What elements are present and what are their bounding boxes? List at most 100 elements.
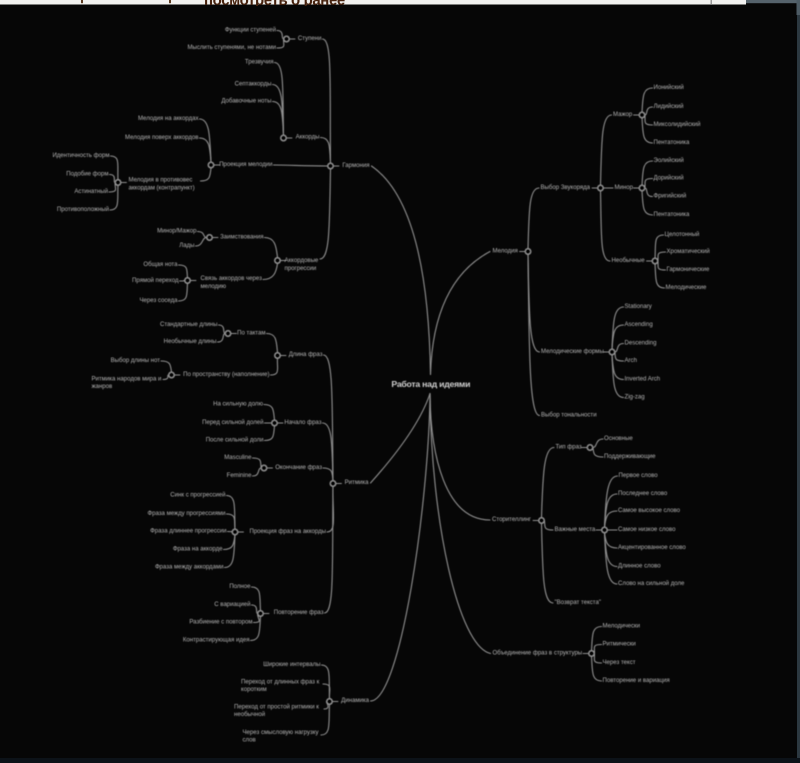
svg-text:посмотреть о ранее: посмотреть о ранее [204,0,345,9]
svg-text:По пространству (наполнение): По пространству (наполнение) [183,372,269,378]
svg-text:Общая нота: Общая нота [143,262,178,268]
svg-text:Важные места: Важные места [555,527,596,533]
svg-text:Контрастирующая идея: Контрастирующая идея [183,638,250,644]
svg-text:Сторителлинг: Сторителлинг [492,517,532,523]
svg-text:Выбор Звукоряда: Выбор Звукоряда [541,185,591,191]
svg-text:аккордам (контрапункт): аккордам (контрапункт) [129,186,195,192]
svg-text:Мелодически: Мелодически [603,624,641,630]
svg-text:Inverted Arch: Inverted Arch [625,377,661,383]
svg-text:Миксолидийский: Миксолидийский [654,121,701,128]
svg-text:Широкие интервалы: Широкие интервалы [263,662,320,668]
svg-text:Фраза между прогрессиями: Фраза между прогрессиями [148,511,226,517]
svg-text:Динамика: Динамика [341,698,369,704]
svg-text:Минор/Мажор: Минор/Мажор [157,229,197,235]
svg-text:Ритмически: Ритмически [603,642,636,648]
svg-text:Пентатоника: Пентатоника [654,212,691,218]
svg-text:Первое слово: Первое слово [619,473,659,479]
svg-text:Поддерживающие: Поддерживающие [604,454,656,460]
svg-text:Проекция фраз на аккорды: Проекция фраз на аккорды [249,529,326,535]
svg-text:Разбиение с повтором: Разбиение с повтором [189,620,252,626]
svg-text:прогрессии: прогрессии [285,266,317,272]
svg-text:Эолийский: Эолийский [654,157,684,164]
svg-text:Синк с прогрессией: Синк с прогрессией [170,492,225,499]
svg-text:Мелодия поверх аккордов: Мелодия поверх аккордов [125,135,199,141]
svg-text:Целотонный: Целотонный [665,231,700,238]
svg-text:На сильную долю: На сильную долю [213,402,263,408]
svg-text:мелодию: мелодию [201,284,227,290]
svg-text:жанров: жанров [92,384,113,390]
svg-text:необычной: необычной [234,711,265,718]
svg-text:Stationary: Stationary [625,304,653,310]
svg-text:слов: слов [243,738,256,744]
svg-text:Фраза длиннее прогрессии: Фраза длиннее прогрессии [150,529,226,535]
svg-text:Мелодия на аккордах: Мелодия на аккордах [138,116,199,122]
svg-text:Полное: Полное [229,584,251,590]
svg-text:Гармония: Гармония [342,163,369,169]
svg-text:По тактам: По тактам [237,331,265,337]
svg-text:Связь аккордов через: Связь аккордов через [201,276,263,282]
svg-text:Работа над идеями: Работа над идеями [391,379,470,389]
svg-text:Последнее слово: Последнее слово [618,491,668,497]
svg-text:Feminine: Feminine [227,473,253,479]
svg-text:Фригийский: Фригийский [654,193,687,200]
svg-text:Переход от длинных фраз к: Переход от длинных фраз к [241,680,320,686]
svg-text:Самое высокое слово: Самое высокое слово [618,508,681,514]
svg-text:Трезвучия: Трезвучия [245,60,274,66]
svg-text:Противоположный: Противоположный [57,206,109,213]
svg-text:Мелодия: Мелодия [493,249,518,255]
svg-text:Хроматический: Хроматический [667,248,710,255]
svg-text:Выбор длины нот: Выбор длины нот [111,358,161,364]
svg-text:Лидийский: Лидийский [654,103,684,110]
svg-text:Zig-zag: Zig-zag [625,395,645,401]
svg-text:Функции ступеней: Функции ступеней [225,27,276,34]
svg-text:Основные: Основные [604,436,633,442]
svg-text:С вариацией: С вариацией [214,601,250,608]
svg-text:Через соседа: Через соседа [139,298,178,304]
svg-text:Длинное слово: Длинное слово [618,564,661,570]
svg-text:Мажор: Мажор [613,112,633,118]
svg-text:Длина фраз: Длина фраз [289,352,323,358]
svg-text:Мыслить ступенями, не нотами: Мыслить ступенями, не нотами [188,45,277,51]
svg-text:Необычные: Необычные [612,258,646,264]
svg-text:Объединение фраз в структуры: Объединение фраз в структуры [493,651,583,657]
svg-text:Ascending: Ascending [625,322,653,328]
svg-text:Перед сильной долей: Перед сильной долей [202,419,263,426]
svg-text:Ионийский: Ионийский [654,84,684,91]
svg-text:Мелодия в противовес: Мелодия в противовес [129,178,193,184]
svg-text:Гармонические: Гармонические [667,267,710,273]
svg-text:Фраза между аккордами: Фраза между аккордами [155,565,224,571]
svg-text:Окончание фраз: Окончание фраз [275,465,322,471]
svg-text:Прямой переход: Прямой переход [132,277,179,284]
svg-text:Мелодические: Мелодические [666,285,708,291]
svg-text:Descending: Descending [625,341,657,347]
svg-text:Ритмика: Ритмика [345,480,369,486]
svg-text:Выбор тональности: Выбор тональности [541,413,597,419]
svg-text:Слово на сильной доле: Слово на сильной доле [618,580,685,587]
svg-text:Дорийский: Дорийский [654,175,684,182]
svg-text:Стандартные длины: Стандартные длины [160,322,218,328]
svg-text:Тип фраз: Тип фраз [556,445,582,451]
svg-text:Астинатный: Астинатный [74,188,108,195]
svg-text:Фраза на аккорде: Фраза на аккорде [173,547,223,553]
svg-text:Через текст: Через текст [603,660,636,666]
svg-text:Мелодические формы: Мелодические формы [541,349,604,355]
svg-text:Подобие форм: Подобие форм [66,172,108,178]
svg-text:коротким: коротким [241,687,267,693]
svg-text:Ритмика народов мира и: Ритмика народов мира и [92,377,162,383]
svg-text:Добавочные ноты: Добавочные ноты [221,99,271,105]
svg-text:Через смысловую нагрузку: Через смысловую нагрузку [243,730,320,736]
svg-text:Минор: Минор [615,185,634,191]
svg-text:После сильной доли: После сильной доли [206,437,264,444]
svg-text:Проекция мелодии: Проекция мелодии [219,162,272,168]
svg-text:Септаккорды: Септаккорды [235,82,272,88]
svg-text:Начало фраз: Начало фраз [284,420,321,426]
svg-text:"Возврат текста": "Возврат текста" [555,600,602,606]
svg-text:Переход от простой ритмики к: Переход от простой ритмики к [234,704,319,711]
svg-text:Акцентированное слово: Акцентированное слово [618,545,686,551]
svg-text:Необычные длины: Необычные длины [164,339,217,345]
svg-text:Идентичность форм: Идентичность форм [52,153,109,159]
svg-text:Ступени: Ступени [298,36,322,42]
svg-text:Повторение фраз: Повторение фраз [274,610,324,616]
svg-text:Повторение и вариация: Повторение и вариация [603,678,670,684]
svg-text:Заимствования: Заимствования [220,235,263,241]
